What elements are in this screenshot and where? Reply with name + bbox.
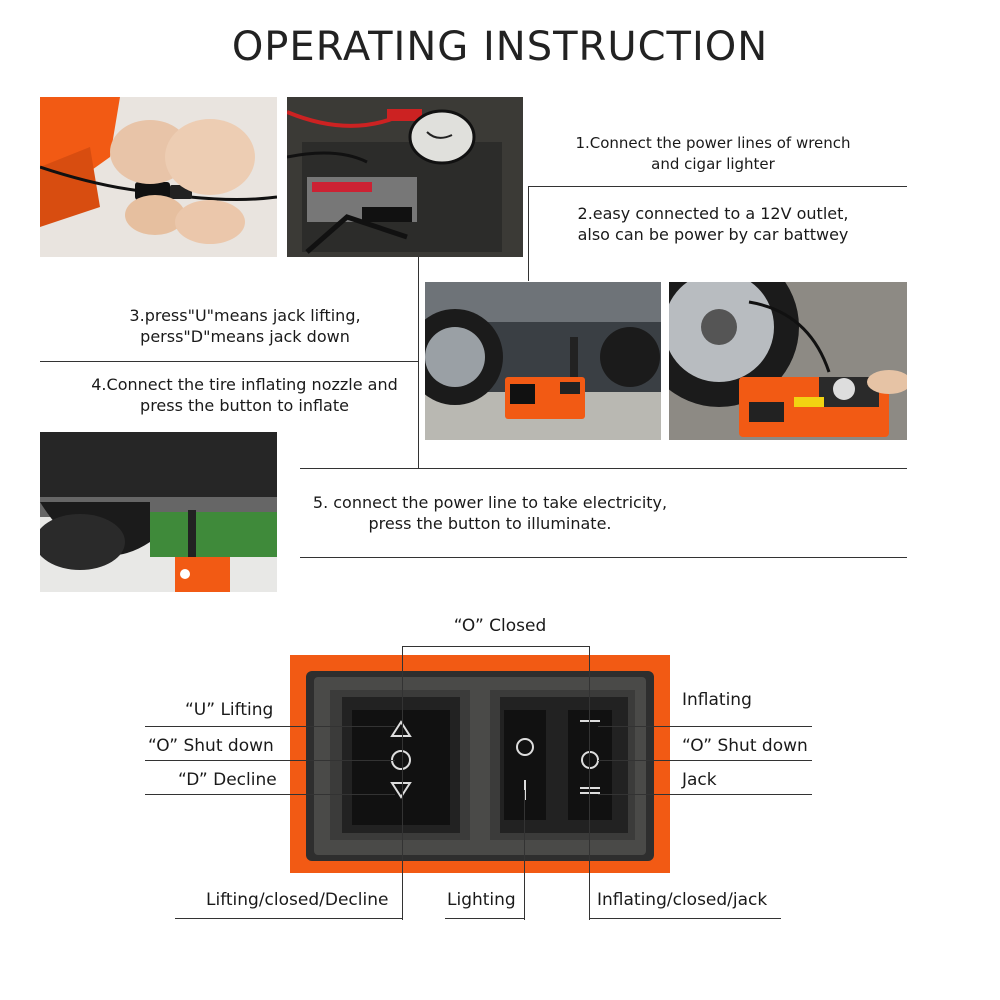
step-2-text: 2.easy connected to a 12V outlet, also c… [548,203,878,245]
step-3-line-2: perss"D"means jack down [140,327,350,346]
leader-line [598,794,812,795]
photo-car-battery [287,97,523,257]
leader-line [598,760,812,761]
step-1-line-1: 1.Connect the power lines of wrench [575,134,851,152]
photo-tire-inflating [669,282,907,440]
step-4-line-1: 4.Connect the tire inflating nozzle and [91,375,398,394]
step-3-text: 3.press"U"means jack lifting, perss"D"me… [85,305,405,347]
label-lifting-closed-decline: Lifting/closed/Decline [206,890,389,910]
step-1-text: 1.Connect the power lines of wrench and … [548,133,878,175]
step-5-line-1: 5. connect the power line to take electr… [312,493,668,512]
step-3-line-1: 3.press"U"means jack lifting, [129,306,361,325]
leader-line [445,918,525,919]
leader-line [145,760,395,761]
step-2-line-2: also can be power by car battwey [577,225,849,244]
label-inflating-closed-jack: Inflating/closed/jack [597,890,768,910]
divider [300,468,907,469]
leader-line [524,790,525,920]
photo-jack-lifting [425,282,661,440]
page-title: OPERATING INSTRUCTION [231,24,769,70]
leader-line [175,918,403,919]
label-o-shutdown-right: “O” Shut down [682,736,808,756]
divider [528,186,529,281]
step-4-line-2: press the button to inflate [140,396,349,415]
label-d-decline: “D” Decline [178,770,277,790]
leader-line [598,726,812,727]
label-o-shutdown-left: “O” Shut down [148,736,274,756]
step-4-text: 4.Connect the tire inflating nozzle and … [62,374,427,416]
label-inflating: Inflating [682,690,752,710]
divider [528,186,907,187]
label-lighting: Lighting [447,890,516,910]
leader-line [589,646,590,920]
leader-line [402,646,590,647]
leader-line [145,726,395,727]
step-2-line-1: 2.easy connected to a 12V outlet, [577,204,849,223]
photo-connect-plug [40,97,277,257]
leader-line [589,918,781,919]
switch-panel [290,655,670,873]
divider [40,361,418,362]
step-1-line-2: and cigar lighter [651,155,775,173]
step-5-text: 5. connect the power line to take electr… [300,492,680,534]
divider [300,557,907,558]
leader-line [402,646,403,920]
photo-illuminate [40,432,277,592]
step-5-line-2: press the button to illuminate. [368,514,612,533]
leader-line [145,794,395,795]
label-o-closed: “O” Closed [453,616,547,636]
divider [418,257,419,469]
label-u-lifting: “U” Lifting [185,700,274,720]
label-jack: Jack [682,770,717,790]
